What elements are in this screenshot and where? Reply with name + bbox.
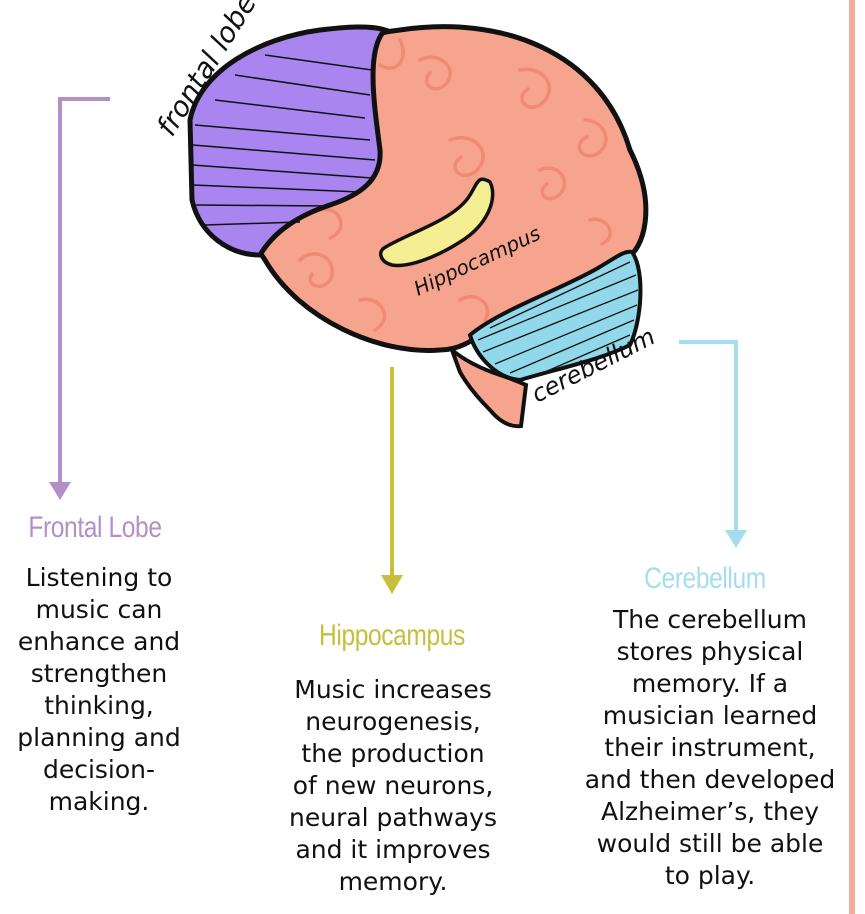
description-line: decision- xyxy=(0,754,198,786)
description-line: thinking, xyxy=(0,690,198,722)
description-line: memory. If a xyxy=(545,668,865,700)
description-line: making. xyxy=(0,786,198,818)
description-line: neural pathways xyxy=(268,802,518,834)
description-line: The cerebellum xyxy=(545,604,865,636)
cerebellum-heading: Cerebellum xyxy=(619,562,791,596)
description-line: of new neurons, xyxy=(268,770,518,802)
description-line: and then developed xyxy=(545,764,865,796)
description-line: stores physical xyxy=(545,636,865,668)
description-line: musician learned xyxy=(545,700,865,732)
description-line: and it improves xyxy=(268,834,518,866)
description-line: Alzheimer’s, they xyxy=(545,796,865,828)
description-line: to play. xyxy=(545,860,865,892)
frontal-lobe-heading: Frontal Lobe xyxy=(17,511,173,545)
description-line: strengthen xyxy=(0,658,198,690)
description-line: Listening to xyxy=(0,562,198,594)
description-line: planning and xyxy=(0,722,198,754)
hippocampus-heading: Hippocampus xyxy=(294,619,491,653)
frontal-connector-arrow xyxy=(49,99,110,500)
description-line: enhance and xyxy=(0,626,198,658)
hippocampus-connector-arrow xyxy=(381,367,403,594)
description-line: the production xyxy=(268,738,518,770)
description-line: would still be able xyxy=(545,828,865,860)
description-line: memory. xyxy=(268,866,518,898)
description-line: music can xyxy=(0,594,198,626)
description-line: Music increases xyxy=(268,674,518,706)
cerebellum-connector-arrow xyxy=(679,342,747,548)
description-line: their instrument, xyxy=(545,732,865,764)
description-line: neurogenesis, xyxy=(268,706,518,738)
